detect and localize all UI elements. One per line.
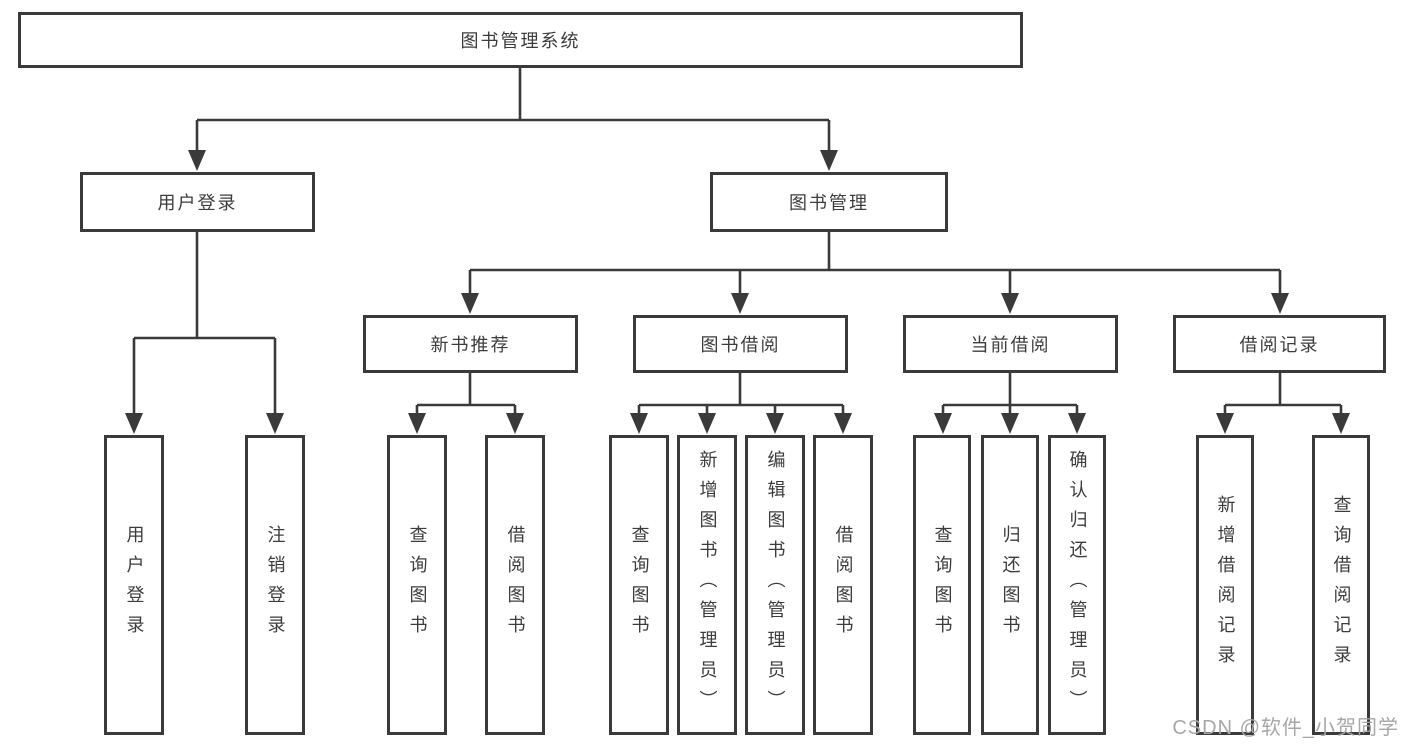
leaf-label: 查询图书 [407,525,428,645]
node-book-borrow: 图书借阅 [633,315,848,373]
node-leaf-user-login: 用户登录 [104,435,164,735]
leaf-label: 编辑图书（管理员） [765,450,786,720]
node-current-borrow: 当前借阅 [903,315,1118,373]
node-leaf-query-books-3: 查询图书 [913,435,971,735]
node-book-management-module: 图书管理 [710,172,948,232]
node-leaf-add-borrow-record: 新增借阅记录 [1196,435,1254,735]
arrow-icon [1216,413,1234,434]
node-leaf-borrow-books-2: 借阅图书 [813,435,873,735]
watermark: CSDN @软件_小贺同学 [1172,717,1399,739]
arrow-icon [731,293,749,314]
leaf-label: 注销登录 [265,525,286,645]
arrow-icon [1001,413,1019,434]
node-leaf-add-book-admin: 新增图书（管理员） [677,435,737,735]
leaf-label: 查询借阅记录 [1331,495,1352,675]
leaf-label: 查询图书 [629,525,650,645]
arrow-icon [266,413,284,434]
leaf-label: 借阅图书 [833,525,854,645]
node-borrow-records: 借阅记录 [1173,315,1386,373]
arrow-icon [698,413,716,434]
arrowheads [125,150,1350,434]
node-leaf-borrow-books-1: 借阅图书 [485,435,545,735]
leaf-label: 确认归还（管理员） [1067,450,1088,720]
node-leaf-edit-book-admin: 编辑图书（管理员） [745,435,805,735]
leaf-label: 借阅图书 [505,525,526,645]
leaf-label: 用户登录 [124,525,145,645]
arrow-icon [188,150,206,171]
arrow-icon [934,413,952,434]
arrow-icon [1332,413,1350,434]
node-leaf-return-book: 归还图书 [981,435,1039,735]
arrow-icon [506,413,524,434]
arrow-icon [820,150,838,171]
leaf-label: 归还图书 [1000,525,1021,645]
arrow-icon [408,413,426,434]
arrow-icon [461,293,479,314]
arrow-icon [1068,413,1086,434]
node-leaf-confirm-return-admin: 确认归还（管理员） [1048,435,1106,735]
node-leaf-query-books-2: 查询图书 [609,435,669,735]
node-leaf-query-borrow-record: 查询借阅记录 [1312,435,1370,735]
tree-edges [132,68,1343,414]
node-new-book-recommend: 新书推荐 [363,315,578,373]
leaf-label: 新增图书（管理员） [697,450,718,720]
arrow-icon [630,413,648,434]
leaf-label: 新增借阅记录 [1215,495,1236,675]
arrow-icon [1271,293,1289,314]
node-leaf-logout: 注销登录 [245,435,305,735]
arrow-icon [1001,293,1019,314]
leaf-label: 查询图书 [932,525,953,645]
arrow-icon [125,413,143,434]
node-user-login-module: 用户登录 [80,172,315,232]
node-root-system: 图书管理系统 [18,12,1023,68]
arrow-icon [834,413,852,434]
node-leaf-query-books-1: 查询图书 [387,435,447,735]
arrow-icon [766,413,784,434]
